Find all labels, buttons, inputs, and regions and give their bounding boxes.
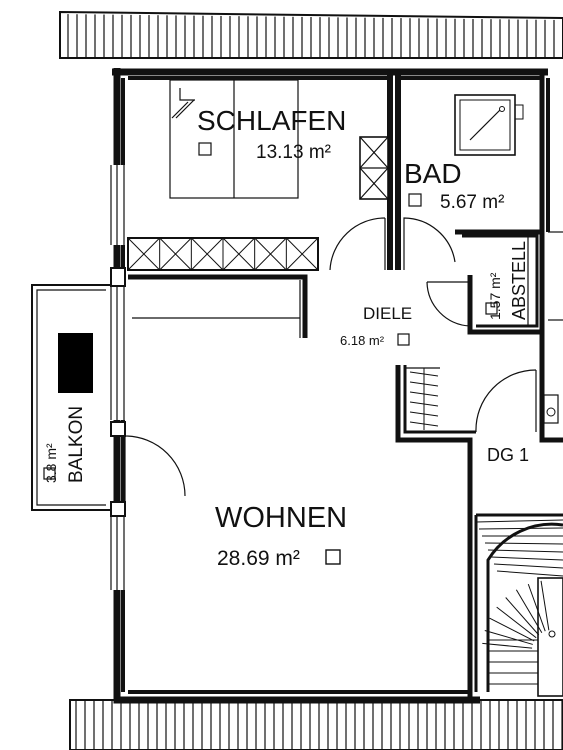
abstell-area: 1.57 m² [487, 272, 503, 320]
left-windows [109, 165, 126, 590]
schlafen-room [127, 72, 393, 338]
schlafen-name: SCHLAFEN [197, 105, 346, 136]
diele-name: DIELE [363, 304, 412, 323]
bad-room [395, 72, 545, 270]
bad-name: BAD [404, 158, 462, 189]
roof-hatch-top [59, 10, 563, 59]
dg1-name: DG 1 [487, 445, 529, 465]
schlafen-marker [198, 142, 212, 156]
roof-hatch-bottom [69, 699, 563, 750]
balkon-marker [43, 467, 56, 480]
balkon-name: BALKON [66, 406, 87, 483]
diele-marker [397, 333, 410, 346]
diele-storage [395, 365, 537, 700]
staircase [474, 513, 563, 697]
schlafen-area: 13.13 m² [256, 142, 331, 163]
abstell-name: ABSTELL [509, 241, 529, 320]
abstell-marker [485, 302, 498, 315]
balkon [31, 284, 110, 511]
wohnen-area: 28.69 m² [217, 547, 300, 570]
right-walls [539, 78, 563, 443]
bad-marker [408, 193, 422, 207]
balkon-area: 3.8 m² [43, 443, 59, 483]
redaction-block [58, 333, 93, 393]
wohnen-marker [325, 549, 341, 565]
bad-area: 5.67 m² [440, 192, 504, 213]
wohnen-name: WOHNEN [215, 502, 347, 534]
room-labels: SCHLAFEN 13.13 m² BAD 5.67 m² 1.57 m² AB… [43, 105, 529, 570]
balkon-door [124, 435, 186, 502]
diele-area: 6.18 m² [340, 333, 385, 348]
